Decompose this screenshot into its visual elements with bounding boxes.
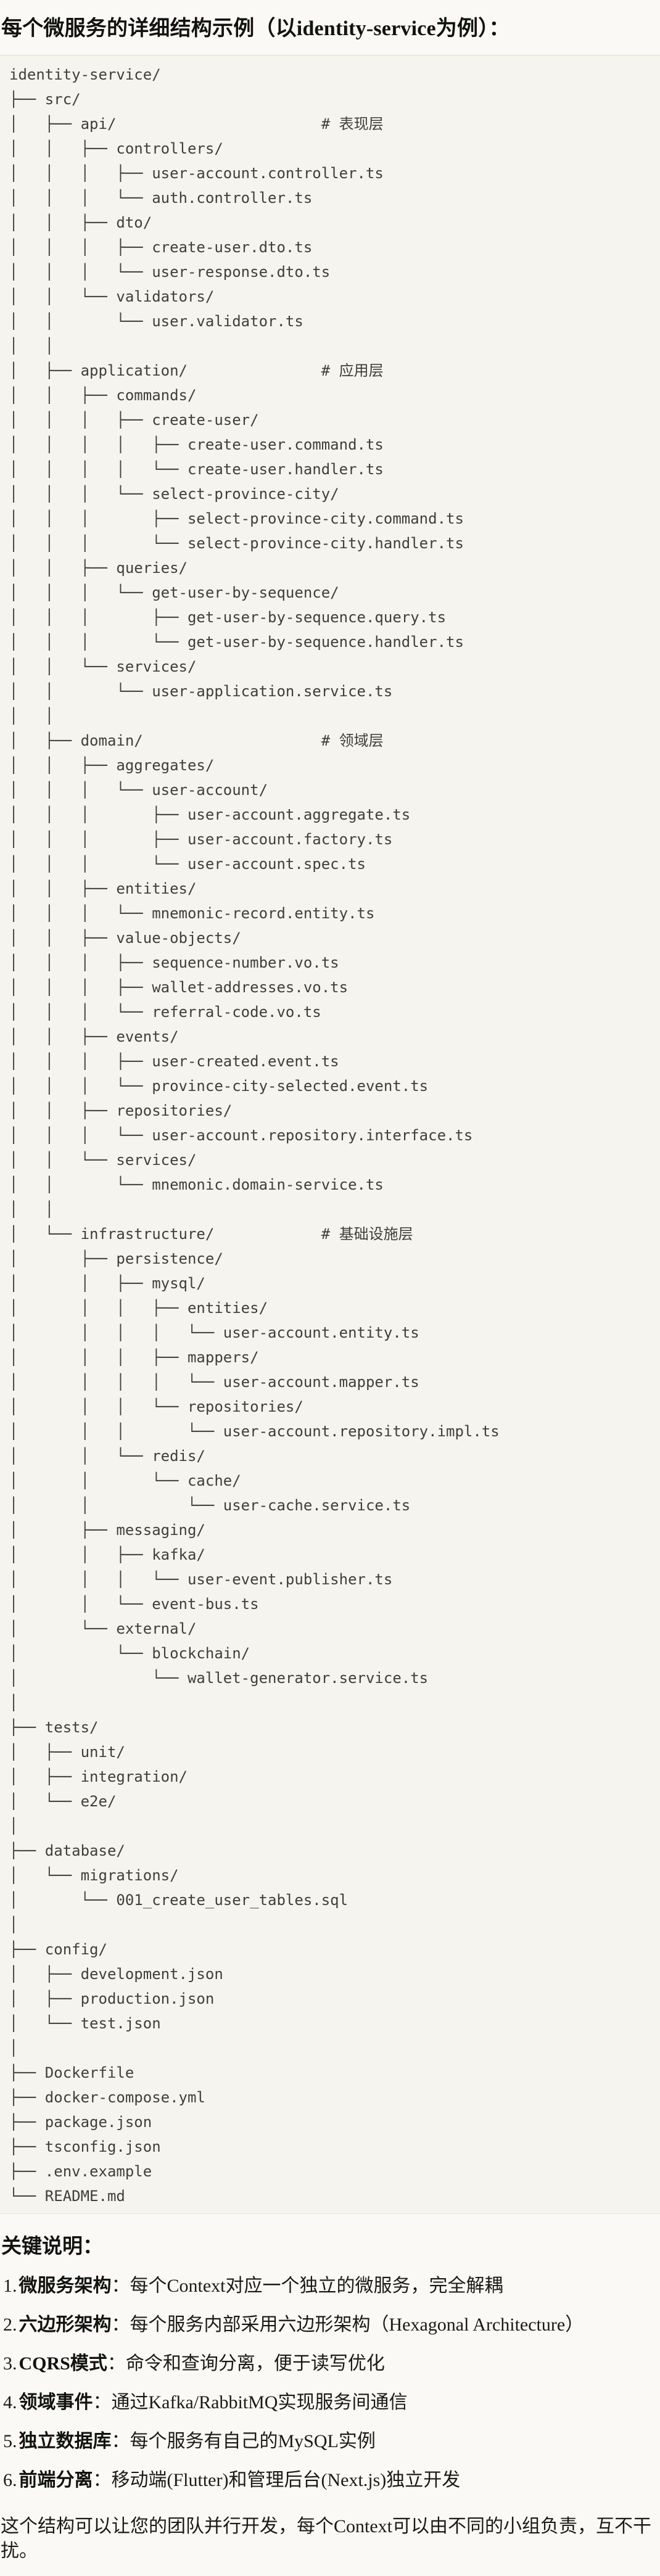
note-item-domain-events: 4.领域事件：通过Kafka/RabbitMQ实现服务间通信 [3,2391,660,2414]
note-item-cqrs: 3.CQRS模式：命令和查询分离，便于读写优化 [3,2352,660,2376]
notes-list: 1.微服务架构：每个Context对应一个独立的微服务，完全解耦 2.六边形架构… [3,2274,660,2492]
note-desc: ：每个Context对应一个独立的微服务，完全解耦 [111,2276,503,2296]
directory-tree: identity-service/ ├── src/ │ ├── api/ # … [9,66,500,2205]
page-title: 每个微服务的详细结构示例（以identity-service为例）： [1,17,510,40]
note-item-independent-db: 5.独立数据库：每个服务有自己的MySQL实例 [3,2430,660,2453]
closing-paragraph: 这个结构可以让您的团队并行开发，每个Context可以由不同的小组负责，互不干扰… [1,2516,651,2561]
note-number: 1. [3,2276,17,2296]
note-number: 4. [3,2392,17,2413]
note-number: 6. [3,2470,17,2490]
note-term: CQRS模式 [19,2353,107,2374]
note-term: 领域事件 [19,2392,93,2413]
note-item-microservice: 1.微服务架构：每个Context对应一个独立的微服务，完全解耦 [3,2274,660,2298]
note-item-frontend-split: 6.前端分离：移动端(Flutter)和管理后台(Next.js)独立开发 [3,2469,660,2492]
note-desc: ：移动端(Flutter)和管理后台(Next.js)独立开发 [93,2470,461,2490]
note-desc: ：每个服务内部采用六边形架构（Hexagonal Architecture） [111,2315,584,2335]
note-item-hexagonal: 2.六边形架构：每个服务内部采用六边形架构（Hexagonal Architec… [3,2313,660,2337]
notes-heading: 关键说明： [1,2236,103,2258]
note-term: 独立数据库 [19,2431,112,2451]
note-desc: ：通过Kafka/RabbitMQ实现服务间通信 [93,2392,408,2413]
note-desc: ：命令和查询分离，便于读写优化 [107,2353,385,2374]
note-term: 六边形架构 [19,2315,112,2335]
note-number: 2. [3,2315,17,2335]
note-term: 前端分离 [19,2470,93,2490]
note-term: 微服务架构 [19,2276,112,2296]
note-number: 3. [3,2353,17,2374]
code-block: identity-service/ ├── src/ │ ├── api/ # … [0,55,660,2214]
note-number: 5. [3,2431,17,2451]
note-desc: ：每个服务有自己的MySQL实例 [111,2431,376,2451]
